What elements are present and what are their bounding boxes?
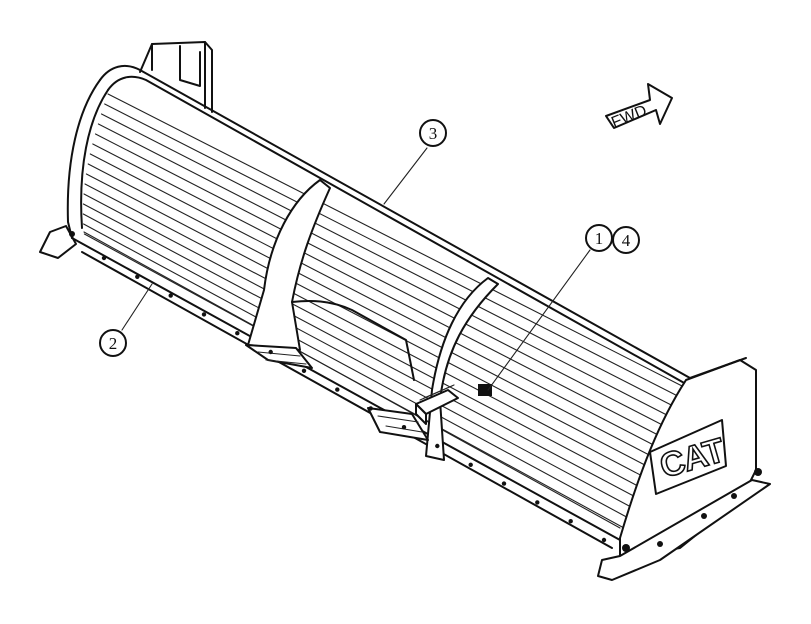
moldboard-slat bbox=[104, 103, 683, 399]
moldboard-slat bbox=[92, 143, 665, 439]
callout-3: 3 bbox=[383, 119, 447, 205]
cutting-edge-bolt bbox=[435, 443, 440, 449]
moldboard-slat bbox=[85, 173, 652, 469]
callout-4: 4 bbox=[612, 226, 640, 254]
cutting-edge-bolt bbox=[335, 387, 340, 392]
cutting-edge-bolt bbox=[135, 274, 140, 279]
cutting-edge-bolt bbox=[168, 293, 173, 298]
moldboard-slat bbox=[83, 223, 629, 519]
support-rib-right bbox=[367, 277, 499, 461]
left-skid-shoe bbox=[39, 225, 77, 259]
moldboard-slat bbox=[83, 233, 625, 529]
moldboard-slat bbox=[83, 193, 643, 489]
cutting-edge-bolt bbox=[368, 406, 373, 411]
cutting-edge-bolt bbox=[568, 519, 573, 524]
cutting-edge-bolt bbox=[535, 500, 540, 505]
forward-direction-arrow: FWD bbox=[605, 83, 673, 132]
cutting-edge-bolt bbox=[601, 537, 607, 543]
cutting-edge-bolt bbox=[268, 349, 273, 355]
callout-3-label: 3 bbox=[429, 124, 438, 143]
cutting-edge-bolt bbox=[301, 368, 307, 373]
callout-4-label: 4 bbox=[622, 231, 631, 250]
callout-1-label: 1 bbox=[595, 229, 604, 248]
moldboard-slat bbox=[100, 113, 678, 409]
cutting-edge-bolt bbox=[235, 331, 240, 336]
cutting-edge-bolts bbox=[101, 255, 607, 543]
callout-1: 1 bbox=[487, 224, 613, 391]
cutting-edge-bolt bbox=[101, 255, 107, 261]
cutting-edge-bolt bbox=[201, 312, 207, 317]
support-rib-left bbox=[245, 179, 415, 381]
moldboard-body bbox=[66, 64, 691, 549]
moldboard-slat bbox=[82, 203, 638, 499]
cutting-edge-bolt bbox=[401, 425, 407, 430]
mounting-bracket bbox=[415, 384, 459, 425]
moldboard-slat bbox=[84, 183, 647, 479]
callout-2: 2 bbox=[99, 283, 153, 357]
moldboard-slat bbox=[87, 163, 656, 459]
callout-2-label: 2 bbox=[109, 334, 118, 353]
moldboard-slats bbox=[82, 93, 687, 529]
cutting-edge-bolt bbox=[468, 462, 473, 467]
moldboard-slat bbox=[97, 123, 674, 419]
moldboard-slat bbox=[94, 133, 669, 429]
moldboard-slat bbox=[89, 153, 660, 449]
moldboard-slat bbox=[107, 93, 687, 389]
moldboard-slat bbox=[82, 213, 634, 509]
right-skid-shoe bbox=[597, 468, 771, 581]
cutting-edge-bolt bbox=[501, 481, 507, 486]
left-push-frame bbox=[139, 41, 213, 113]
decal-plate bbox=[478, 384, 492, 396]
